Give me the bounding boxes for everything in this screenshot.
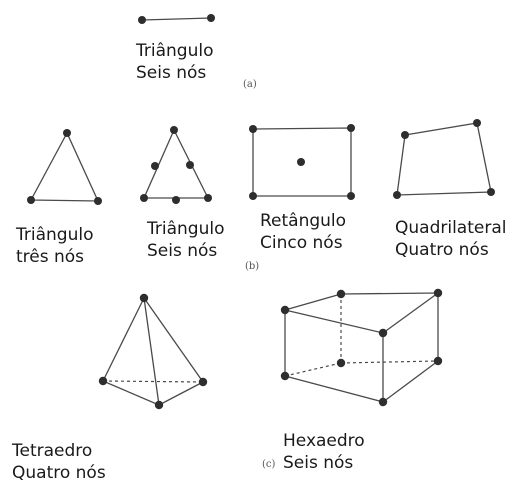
- hexahedron-edge: [382, 360, 439, 403]
- caption-line-1: Hexaedro: [283, 431, 365, 451]
- hexahedron-edge: [284, 309, 384, 334]
- caption-line-1: Triângulo: [136, 41, 214, 61]
- node: [98, 376, 108, 386]
- node: [487, 188, 495, 196]
- triangle-six-node-caption: Triângulo Seis nós: [147, 218, 224, 262]
- quadrilateral-four-node-element: [393, 119, 495, 199]
- hexahedron-element: [280, 288, 443, 407]
- node: [186, 161, 194, 169]
- node: [473, 119, 481, 127]
- tetrahedron-hidden-edge: [102, 380, 204, 383]
- node: [393, 191, 401, 199]
- hexahedron-edge: [340, 292, 439, 295]
- node: [140, 194, 148, 202]
- caption-line-2: Quatro nós: [395, 240, 489, 260]
- caption-line-2: Seis nós: [283, 453, 354, 473]
- triangle-three-node-element: [27, 129, 102, 205]
- node: [297, 158, 305, 166]
- hexahedron-edge: [382, 292, 439, 334]
- hexahedron-caption: Hexaedro Seis nós: [283, 430, 365, 474]
- node: [94, 197, 102, 205]
- tetrahedron-edge: [143, 297, 160, 406]
- node: [63, 129, 71, 137]
- tetrahedron-edge: [102, 297, 145, 382]
- hexahedron-hidden-edge: [340, 360, 439, 364]
- tetrahedron-edge: [102, 380, 160, 406]
- node: [27, 196, 35, 204]
- triangle-three-node-caption: Triângulo três nós: [16, 224, 93, 268]
- rectangle-five-node-element: [249, 124, 355, 200]
- caption-line-1: Retângulo: [260, 211, 347, 231]
- quadrilateral-four-node-caption: Quadrilateral Quatro nós: [395, 217, 506, 261]
- node: [204, 194, 212, 202]
- line-element: [138, 14, 215, 24]
- caption-line-2: Seis nós: [136, 63, 207, 83]
- node: [378, 397, 388, 407]
- node: [151, 162, 159, 170]
- rectangle-five-node-caption: Retângulo Cinco nós: [260, 210, 346, 254]
- quadrilateral-four-node-outline: [396, 122, 492, 196]
- node: [154, 400, 164, 410]
- caption-line-1: Triângulo: [147, 219, 225, 239]
- caption-line-1: Triângulo: [16, 225, 94, 245]
- triangle-six-node-element: [140, 126, 212, 204]
- hexahedron-edge: [284, 293, 342, 311]
- node: [347, 124, 355, 132]
- node: [198, 377, 208, 387]
- part-c-tag: (c): [262, 459, 276, 470]
- node: [139, 293, 149, 303]
- node: [207, 14, 215, 22]
- node: [249, 192, 257, 200]
- caption-line-1: Tetraedro: [12, 441, 93, 461]
- node: [280, 305, 290, 315]
- caption-line-2: três nós: [16, 247, 85, 267]
- tetrahedron-caption: Tetraedro Quatro nós: [12, 440, 106, 484]
- part-a-tag: (a): [243, 79, 257, 90]
- part-b-tag: (b): [245, 261, 260, 272]
- tetrahedron-edge: [158, 381, 204, 406]
- node: [138, 16, 146, 24]
- node: [172, 196, 180, 204]
- node: [378, 328, 388, 338]
- caption-line-2: Seis nós: [147, 241, 218, 261]
- hexahedron-hidden-edge: [284, 362, 342, 377]
- line-element-caption: Triângulo Seis nós: [136, 40, 213, 84]
- node: [336, 289, 346, 299]
- node: [347, 192, 355, 200]
- hexahedron-edge: [284, 375, 384, 403]
- caption-line-1: Quadrilateral: [395, 218, 507, 238]
- caption-line-2: Quatro nós: [12, 463, 106, 483]
- tetrahedron-edge: [143, 297, 204, 383]
- node: [433, 288, 443, 298]
- node: [280, 371, 290, 381]
- triangle-three-node-outline: [29, 131, 100, 202]
- caption-line-2: Cinco nós: [260, 233, 343, 253]
- node: [249, 125, 257, 133]
- node: [336, 358, 346, 368]
- tetrahedron-element: [98, 293, 208, 410]
- node: [401, 131, 409, 139]
- line-element-edge: [141, 17, 212, 21]
- node: [170, 126, 178, 134]
- node: [433, 356, 443, 366]
